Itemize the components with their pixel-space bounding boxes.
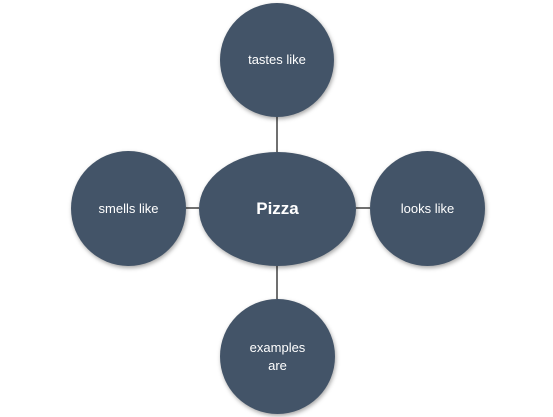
branch-node-tastes-like: tastes like — [220, 3, 334, 117]
branch-node-looks-like: looks like — [370, 151, 485, 266]
branch-node-smells-like: smells like — [71, 151, 186, 266]
branch-node-label: examples are — [249, 339, 306, 373]
branch-node-label: smells like — [98, 200, 159, 216]
center-node-label: Pizza — [256, 199, 299, 218]
branch-node-label: looks like — [400, 200, 455, 216]
branch-node-examples-are: examples are — [220, 299, 335, 414]
branch-node-label: tastes like — [248, 52, 306, 67]
center-node-pizza: Pizza — [199, 152, 356, 266]
